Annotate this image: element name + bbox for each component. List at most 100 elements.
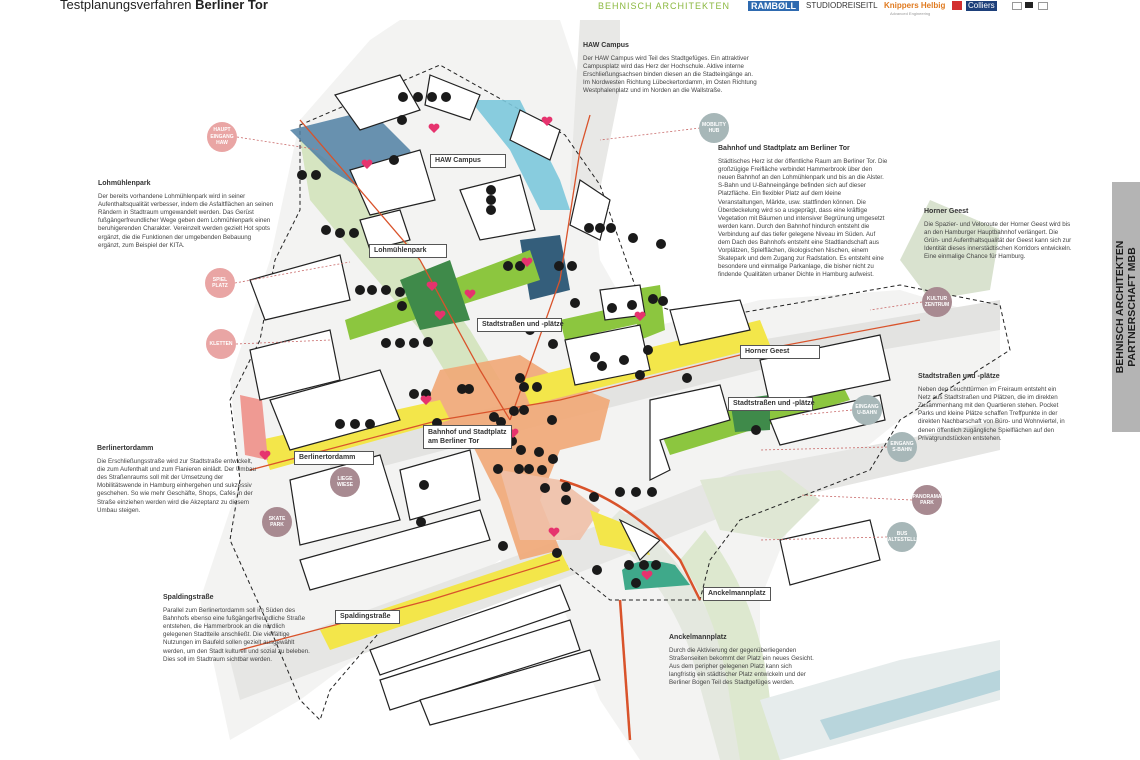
amenity-icon [413, 92, 423, 102]
amenity-icon [486, 185, 496, 195]
page-title: Testplanungsverfahren Berliner Tor [60, 0, 268, 12]
amenity-icon [515, 261, 525, 271]
amenity-icon [682, 373, 692, 383]
amenity-icon [658, 296, 668, 306]
title-bold: Berliner Tor [195, 0, 268, 12]
page-index-grid [1012, 2, 1050, 10]
amenity-icon [595, 223, 605, 233]
amenity-icon [503, 261, 513, 271]
amenity-icon [635, 370, 645, 380]
amenity-icon [350, 419, 360, 429]
amenity-icon [524, 464, 534, 474]
building [669, 299, 751, 346]
heading: Bahnhof und Stadtplatz am Berliner Tor [718, 145, 850, 152]
amenity-icon [532, 382, 542, 392]
amenity-icon [493, 464, 503, 474]
heart-icon [634, 311, 646, 321]
building [779, 519, 881, 586]
map-label-stadtstrassen-2: Stadtstraßen und -plätze [728, 397, 815, 411]
amenity-icon [627, 300, 637, 310]
logo-studiodreiseitl: STUDIODREISEITL [806, 1, 878, 10]
amenity-icon [419, 480, 429, 490]
amenity-icon [592, 565, 602, 575]
body: Die Erschließungsstraße wird zur Stadtst… [97, 458, 256, 514]
amenity-icon [647, 487, 657, 497]
amenity-icon [335, 419, 345, 429]
amenity-icon [409, 338, 419, 348]
heart-icon [641, 570, 653, 580]
amenity-icon [547, 415, 557, 425]
amenity-icon [464, 384, 474, 394]
body: Städtisches Herz ist der öffentliche Rau… [718, 158, 888, 279]
logo-red-mark [952, 1, 962, 10]
amenity-icon [519, 405, 529, 415]
side-tab-line2: PARTNERSCHAFT MBB [1126, 247, 1138, 367]
amenity-icon [441, 92, 451, 102]
amenity-icon [561, 482, 571, 492]
building [359, 209, 411, 251]
map-label-haw: HAW Campus [430, 154, 506, 168]
amenity-icon [537, 465, 547, 475]
body: Durch die Aktivierung der gegenüberliege… [669, 647, 814, 687]
heart-icon [464, 289, 476, 299]
amenity-icon [297, 170, 307, 180]
amenity-icon [643, 345, 653, 355]
amenity-icon [498, 541, 508, 551]
body: Der HAW Campus wird Teil des Stadtgefüge… [583, 55, 757, 95]
amenity-icon [486, 205, 496, 215]
amenity-icon [628, 233, 638, 243]
logo-ramboll: RAMBØLL [748, 1, 799, 11]
amenity-icon [619, 355, 629, 365]
amenity-icon [567, 261, 577, 271]
amenity-icon [570, 298, 580, 308]
amenity-icon [416, 517, 426, 527]
heart-markers [259, 116, 653, 580]
amenity-icon [607, 303, 617, 313]
heart-icon [259, 450, 271, 460]
amenity-icon [486, 195, 496, 205]
amenity-icon [606, 223, 616, 233]
logo-colliers: Colliers [966, 1, 997, 11]
amenity-icon [514, 464, 524, 474]
building [249, 329, 341, 401]
building [249, 254, 351, 321]
map-label-spaldingstrasse: Spaldingstraße [335, 610, 400, 624]
amenity-icon [509, 406, 519, 416]
amenity-icon [311, 170, 321, 180]
amenity-icon [365, 419, 375, 429]
amenity-icon [335, 228, 345, 238]
hotspot-kletten: KLETTEN [206, 329, 236, 359]
heart-icon [426, 281, 438, 291]
amenity-icon [515, 373, 525, 383]
amenity-icon [651, 560, 661, 570]
amenity-icon [516, 445, 526, 455]
amenity-icon [367, 285, 377, 295]
leader-lines [234, 127, 923, 541]
body: Der bereits vorhandene Lohmühlenpark wir… [98, 193, 274, 249]
amenity-icon [389, 155, 399, 165]
building [649, 384, 731, 481]
heart-icon [521, 257, 533, 267]
amenity-icon [624, 560, 634, 570]
heading: Lohmühlenpark [98, 180, 151, 187]
amenity-icon [519, 382, 529, 392]
amenity-icon [561, 495, 571, 505]
map-label-anckelmannplatz: Anckelmannplatz [703, 587, 771, 601]
station-square-zone [420, 355, 610, 560]
amenity-icon [584, 223, 594, 233]
